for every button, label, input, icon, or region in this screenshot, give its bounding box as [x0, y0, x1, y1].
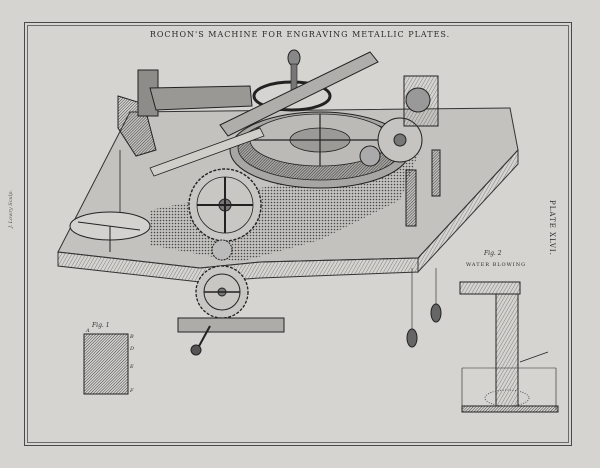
plate-title: ROCHON'S MACHINE FOR ENGRAVING METALLIC …	[149, 30, 451, 39]
left-bracket	[117, 69, 253, 220]
fig1-caption: Fig. 1	[92, 322, 110, 329]
plate-frame	[24, 22, 572, 446]
fig2-caption: Fig. 2	[484, 250, 502, 257]
large-toothed-wheel	[229, 111, 411, 189]
hanging-weights	[406, 268, 442, 348]
fig2-apparatus	[459, 281, 559, 413]
fig1-letter: F	[130, 388, 134, 394]
fig1-letter: E	[130, 364, 134, 370]
crank-bar	[177, 317, 285, 356]
diagonal-arm	[219, 51, 379, 137]
fig1-letter: D	[130, 346, 135, 352]
fig1-letter: A	[86, 328, 90, 334]
lower-gear	[195, 265, 249, 319]
finial	[287, 49, 301, 91]
dial-instrument	[69, 211, 151, 252]
fig1-letter: B	[130, 334, 134, 340]
front-gear	[188, 168, 262, 261]
graduated-scale	[149, 127, 265, 177]
right-pulley	[359, 75, 441, 227]
fig1-plate	[83, 333, 129, 395]
fig2-subtitle: WATER BLOWING	[466, 262, 527, 268]
